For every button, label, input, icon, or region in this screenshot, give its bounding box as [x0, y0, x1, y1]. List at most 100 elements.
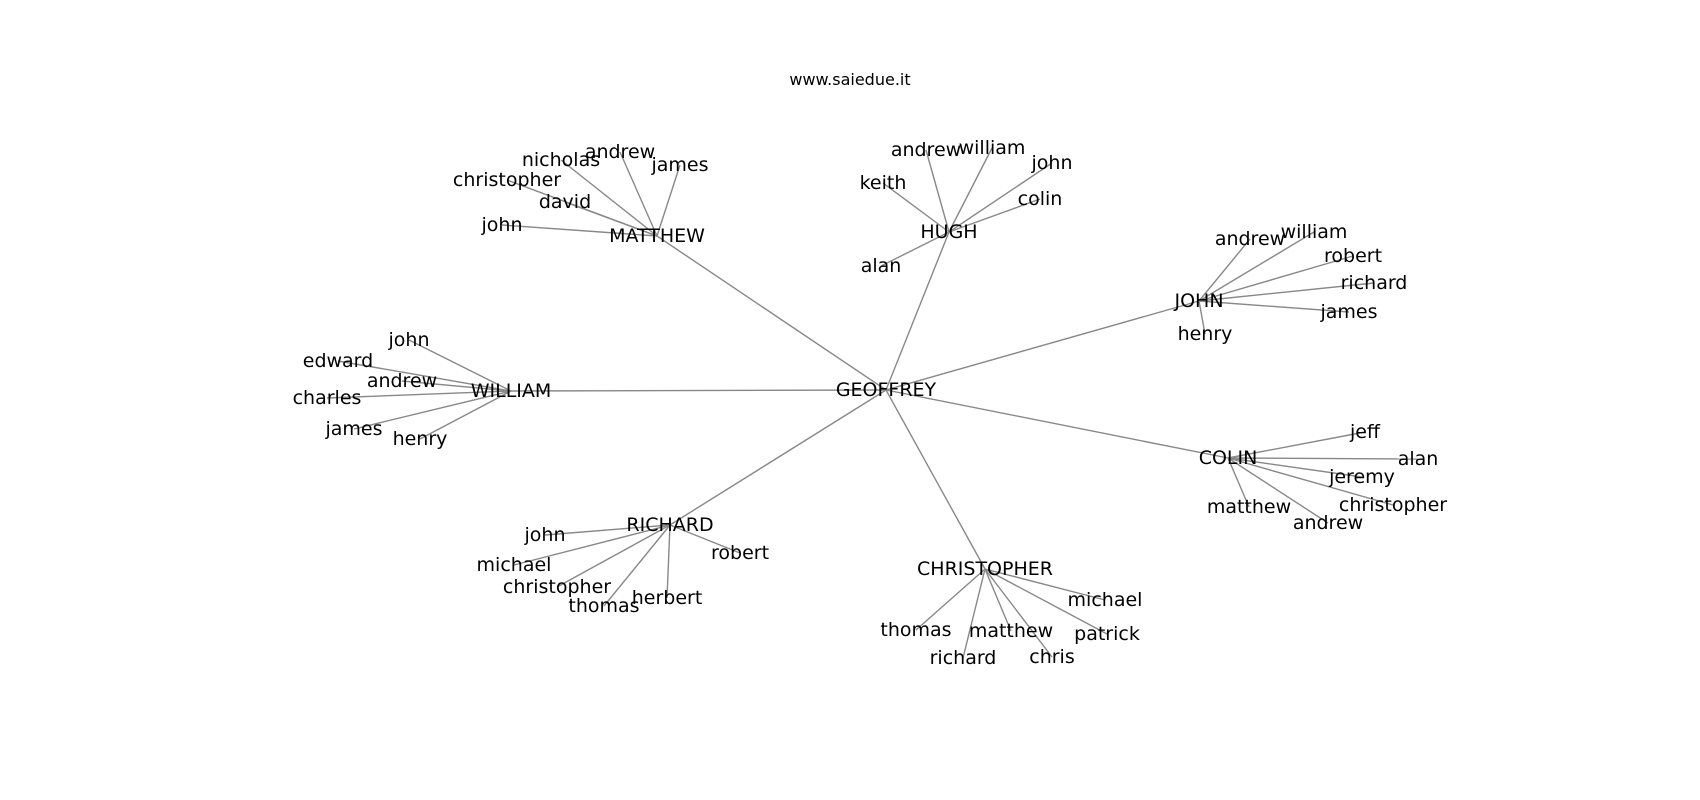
- leaf-node-label-john-henry: henry: [1178, 323, 1233, 345]
- leaf-node-label-christopher-richard: richard: [930, 647, 997, 669]
- leaf-node-label-matthew-david: david: [539, 191, 591, 213]
- hub-node-label-william: WILLIAM: [471, 380, 552, 402]
- leaf-node-label-richard-john: john: [524, 524, 566, 546]
- edge-richard-to-john: [544, 524, 671, 536]
- leaf-node-label-hugh-keith: keith: [860, 172, 907, 194]
- edge-william-to-james: [353, 390, 512, 430]
- hub-node-label-colin: COLIN: [1199, 447, 1258, 469]
- edge-layer: [326, 147, 1419, 659]
- leaf-node-label-christopher-thomas: thomas: [880, 619, 951, 641]
- leaf-node-label-hugh-john: john: [1031, 152, 1073, 174]
- edge-colin-to-alan: [1227, 457, 1419, 460]
- edge-richard-to-robert: [669, 524, 741, 554]
- label-layer: GEOFFREYMATTHEWjohnchristopherdavidnicho…: [293, 137, 1448, 669]
- edge-colin-to-christopher: [1227, 457, 1394, 506]
- edge-christopher-to-chris: [984, 568, 1053, 658]
- leaf-node-label-christopher-chris: chris: [1029, 646, 1074, 668]
- hub-node-label-richard: RICHARD: [626, 514, 713, 536]
- leaf-node-label-hugh-colin: colin: [1018, 188, 1063, 210]
- leaf-node-label-colin-alan: alan: [1398, 448, 1439, 470]
- leaf-node-label-hugh-alan: alan: [861, 255, 902, 277]
- leaf-node-label-richard-christopher: christopher: [503, 576, 611, 598]
- edge-christopher-to-patrick: [984, 568, 1108, 635]
- leaf-node-label-matthew-james: james: [650, 154, 708, 176]
- leaf-node-label-william-charles: charles: [293, 387, 362, 409]
- leaf-node-label-colin-matthew: matthew: [1207, 496, 1291, 518]
- leaf-node-label-colin-christopher: christopher: [1339, 494, 1447, 516]
- edge-christopher-to-michael: [984, 568, 1106, 601]
- leaf-node-label-hugh-william: william: [959, 137, 1026, 159]
- edge-matthew-to-andrew: [619, 151, 658, 237]
- edge-root-to-matthew: [656, 235, 887, 391]
- hub-node-label-christopher: CHRISTOPHER: [917, 558, 1053, 580]
- edge-root-to-christopher: [885, 389, 986, 570]
- edge-john-to-andrew: [1198, 238, 1251, 302]
- leaf-node-label-matthew-christopher: christopher: [453, 169, 561, 191]
- leaf-node-label-christopher-matthew: matthew: [969, 620, 1053, 642]
- leaf-node-label-john-andrew: andrew: [1215, 228, 1285, 250]
- edge-hugh-to-andrew: [925, 149, 950, 233]
- leaf-node-label-colin-jeremy: jeremy: [1328, 466, 1395, 488]
- leaf-node-label-william-andrew: andrew: [367, 370, 437, 392]
- leaf-node-label-colin-jeff: jeff: [1349, 421, 1381, 443]
- edge-colin-to-jeremy: [1227, 457, 1363, 478]
- edge-richard-to-thomas: [603, 524, 671, 607]
- leaf-node-label-john-richard: richard: [1341, 272, 1408, 294]
- leaf-node-label-richard-michael: michael: [477, 554, 552, 576]
- leaf-node-label-christopher-michael: michael: [1068, 589, 1143, 611]
- leaf-node-label-richard-herbert: herbert: [632, 587, 703, 609]
- edge-john-to-henry: [1198, 300, 1206, 335]
- edge-christopher-to-richard: [962, 568, 986, 659]
- leaf-node-label-hugh-andrew: andrew: [891, 139, 961, 161]
- edge-richard-to-christopher: [556, 524, 671, 588]
- hub-node-label-john: JOHN: [1173, 290, 1223, 312]
- edge-hugh-to-colin: [948, 198, 1041, 233]
- edge-hugh-to-keith: [882, 182, 950, 233]
- edge-christopher-to-thomas: [915, 568, 986, 631]
- hub-node-label-hugh: HUGH: [920, 221, 977, 243]
- edge-colin-to-jeff: [1227, 431, 1366, 459]
- edge-root-to-colin: [885, 389, 1229, 459]
- edge-matthew-to-nicholas: [560, 159, 658, 237]
- edge-matthew-to-james: [656, 164, 681, 237]
- root-node-label: GEOFFREY: [836, 379, 937, 401]
- edge-colin-to-matthew: [1227, 457, 1250, 508]
- hub-node-label-matthew: MATTHEW: [609, 225, 705, 247]
- leaf-node-label-john-robert: robert: [1324, 245, 1382, 267]
- leaf-node-label-william-john: john: [388, 329, 430, 351]
- edge-william-to-henry: [419, 390, 512, 440]
- leaf-node-label-colin-andrew: andrew: [1293, 512, 1363, 534]
- edge-matthew-to-john: [501, 224, 658, 237]
- edge-root-to-hugh: [885, 231, 950, 391]
- leaf-node-label-christopher-patrick: patrick: [1074, 623, 1140, 645]
- edge-root-to-william: [510, 389, 887, 392]
- edge-john-to-james: [1198, 300, 1350, 313]
- edge-matthew-to-david: [564, 201, 658, 237]
- edge-william-to-charles: [326, 390, 512, 399]
- leaf-node-label-richard-robert: robert: [711, 542, 769, 564]
- edge-william-to-john: [408, 339, 512, 392]
- edge-john-to-robert: [1198, 255, 1354, 302]
- edge-hugh-to-william: [948, 147, 993, 233]
- edge-richard-to-michael: [513, 524, 671, 566]
- site-caption: www.saiedue.it: [789, 70, 911, 89]
- edge-william-to-andrew: [401, 380, 512, 392]
- edge-john-to-richard: [1198, 282, 1375, 302]
- edge-richard-to-herbert: [666, 524, 671, 599]
- edge-colin-to-andrew: [1227, 457, 1329, 524]
- leaf-node-label-matthew-john: john: [481, 214, 523, 236]
- edge-hugh-to-john: [948, 162, 1053, 233]
- leaf-node-label-john-james: james: [1319, 301, 1377, 323]
- edge-root-to-john: [885, 300, 1200, 391]
- leaf-node-label-john-william: william: [1281, 221, 1348, 243]
- leaf-node-label-william-henry: henry: [393, 428, 448, 450]
- leaf-node-label-matthew-andrew: andrew: [585, 141, 655, 163]
- edge-william-to-edward: [337, 360, 512, 392]
- leaf-node-label-richard-thomas: thomas: [568, 595, 639, 617]
- edge-john-to-william: [1198, 231, 1315, 302]
- edge-christopher-to-matthew: [984, 568, 1012, 632]
- leaf-node-label-william-edward: edward: [303, 350, 373, 372]
- leaf-node-label-matthew-nicholas: nicholas: [522, 149, 600, 171]
